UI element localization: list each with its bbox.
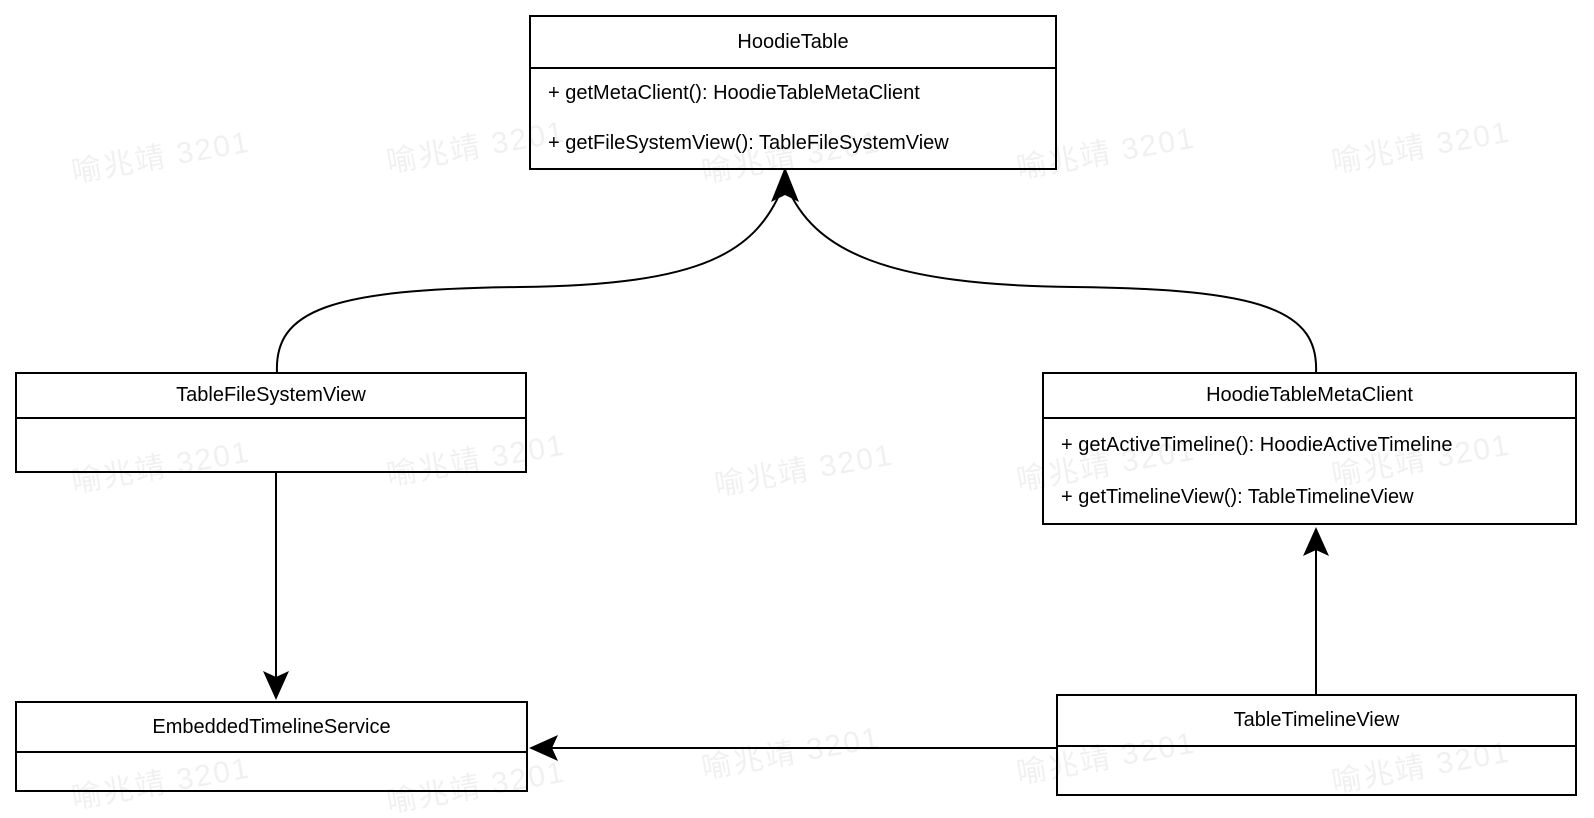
- class-body-tablefilesystemview: [17, 419, 525, 471]
- class-box-tabletimelineview: TableTimelineView: [1056, 694, 1577, 796]
- class-body-hoodietable: + getMetaClient(): HoodieTableMetaClient…: [531, 69, 1055, 168]
- arrowhead-left-into-embeddedtimelineservice: [529, 735, 558, 761]
- class-box-hoodietablemetaclient: HoodieTableMetaClient + getActiveTimelin…: [1042, 372, 1577, 525]
- class-name-tabletimelineview: TableTimelineView: [1058, 696, 1575, 747]
- arrowhead-down-into-embeddedtimelineservice: [263, 671, 289, 700]
- method-getmetaclient: + getMetaClient(): HoodieTableMetaClient: [548, 82, 920, 105]
- method-getactivetimeline: + getActiveTimeline(): HoodieActiveTimel…: [1061, 433, 1453, 456]
- watermark-text: 喻兆靖 3201: [69, 125, 254, 190]
- watermark-text: 喻兆靖 3201: [712, 438, 897, 503]
- class-box-hoodietable: HoodieTable + getMetaClient(): HoodieTab…: [529, 15, 1057, 170]
- class-name-hoodietable: HoodieTable: [531, 17, 1055, 69]
- class-box-tablefilesystemview: TableFileSystemView: [15, 372, 527, 473]
- watermark-text: 喻兆靖 3201: [699, 721, 884, 786]
- arrowhead-up-into-hoodietablemetaclient: [1303, 527, 1329, 556]
- edge-tablefilesystemview-to-hoodietable: [275, 183, 785, 374]
- watermark-text: 喻兆靖 3201: [1329, 115, 1514, 180]
- method-gettimelineview: + getTimelineView(): TableTimelineView: [1061, 485, 1414, 508]
- edge-hoodietablemetaclient-to-hoodietable: [785, 183, 1318, 374]
- arrowhead-up-into-hoodietable: [771, 167, 799, 202]
- class-body-embeddedtimelineservice: [17, 753, 526, 790]
- class-name-hoodietablemetaclient: HoodieTableMetaClient: [1044, 374, 1575, 419]
- class-body-tabletimelineview: [1058, 747, 1575, 794]
- method-getfilesystemview: + getFileSystemView(): TableFileSystemVi…: [548, 131, 949, 154]
- class-name-embeddedtimelineservice: EmbeddedTimelineService: [17, 703, 526, 753]
- class-name-tablefilesystemview: TableFileSystemView: [17, 374, 525, 419]
- class-body-hoodietablemetaclient: + getActiveTimeline(): HoodieActiveTimel…: [1044, 419, 1575, 523]
- class-box-embeddedtimelineservice: EmbeddedTimelineService: [15, 701, 528, 792]
